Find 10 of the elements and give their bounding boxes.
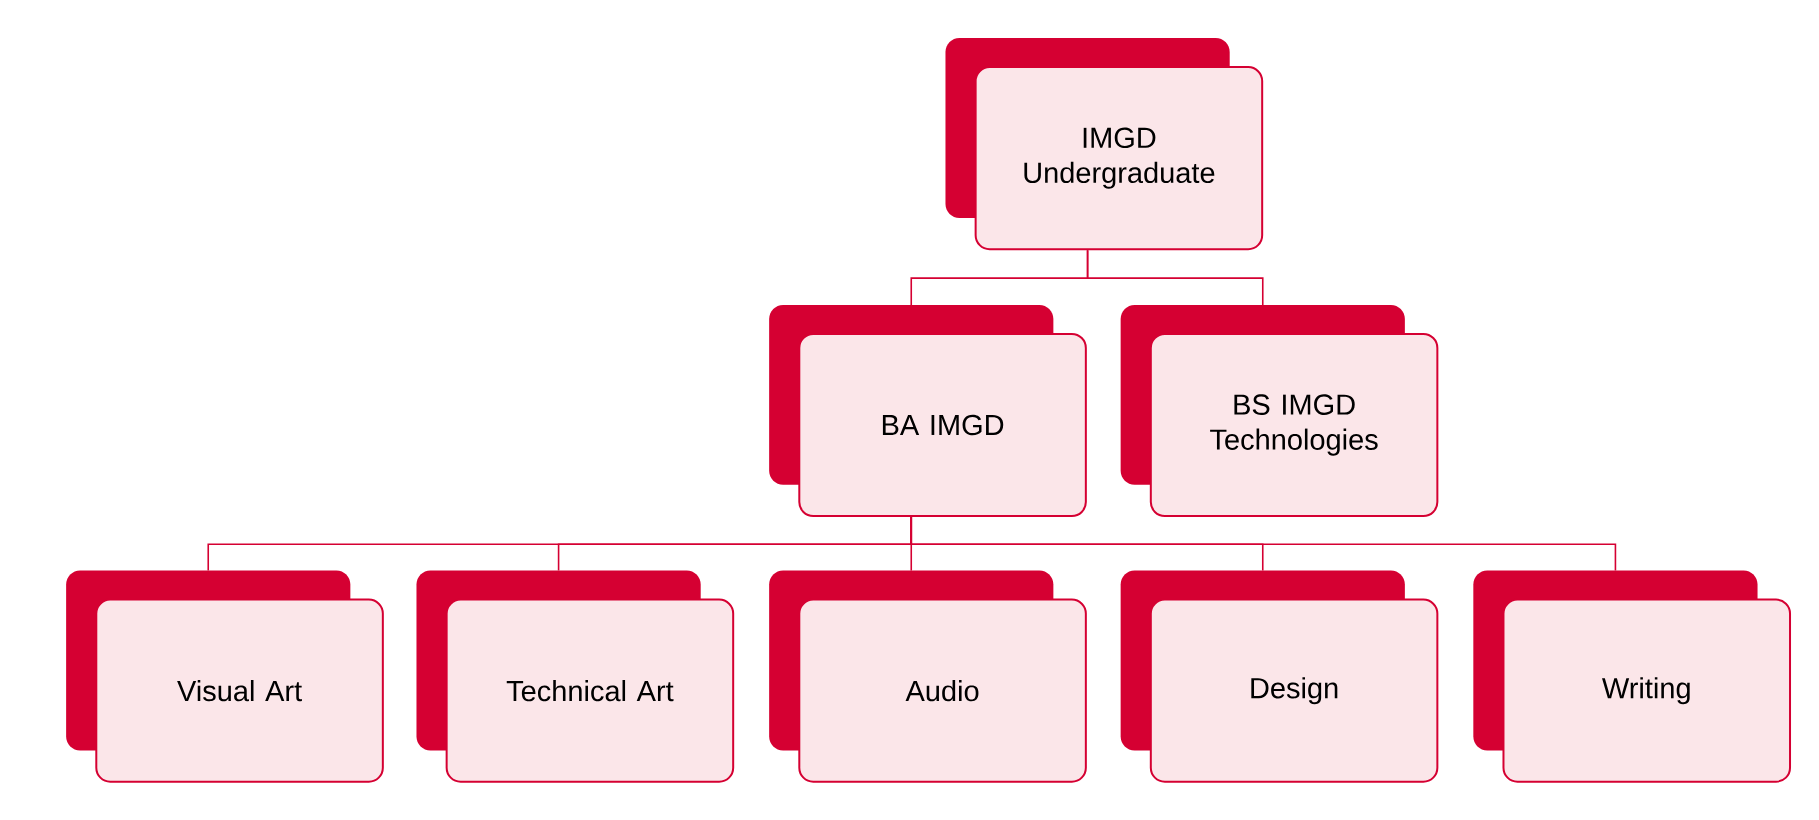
org-box: Writing <box>1473 570 1791 783</box>
org-box: BS IMGD Technologies <box>1120 304 1439 518</box>
org-box: Design <box>1120 570 1439 783</box>
org-box: Visual Art <box>66 570 384 783</box>
org-box: Technical Art <box>416 570 735 783</box>
org-box: BA IMGD <box>769 304 1087 518</box>
connector-line <box>1086 249 1264 306</box>
org-box: IMGD Undergraduate <box>945 38 1264 251</box>
org-box: Audio <box>769 570 1087 783</box>
connector-line <box>910 516 1617 572</box>
